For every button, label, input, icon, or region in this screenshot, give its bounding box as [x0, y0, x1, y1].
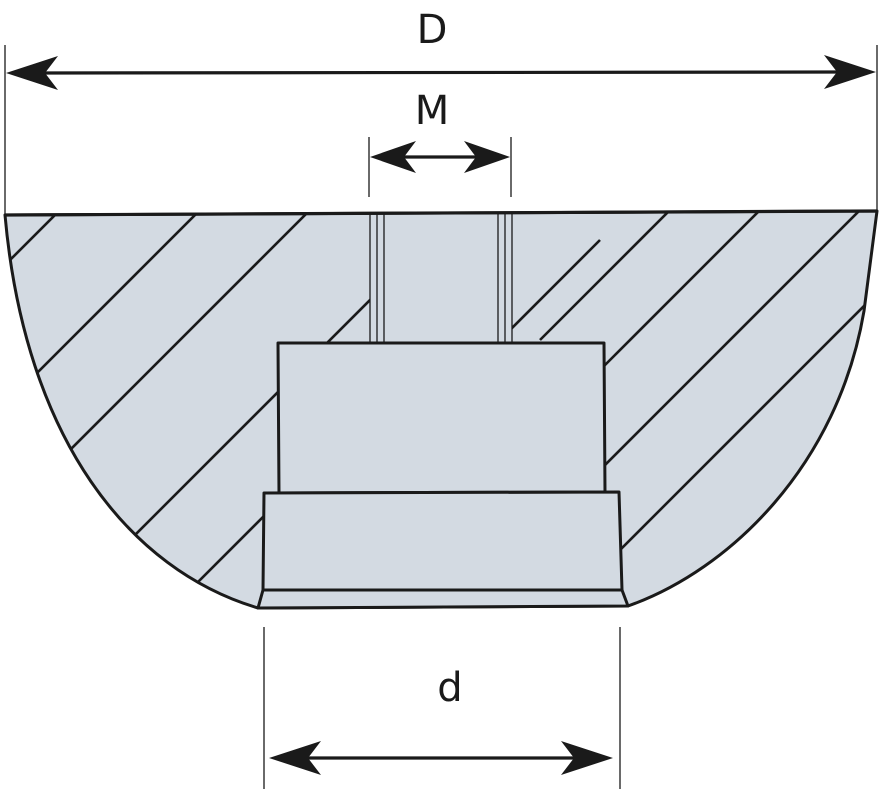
arrowhead-right — [824, 55, 876, 89]
insert-flange — [261, 490, 624, 592]
insert-body — [276, 341, 607, 495]
insert-chamfer — [256, 588, 630, 610]
dimension-label-D: D — [417, 7, 448, 53]
arrowhead-d-left — [269, 741, 321, 775]
arrowhead-M-left — [370, 141, 416, 173]
dimension-label-d: d — [437, 665, 462, 711]
top-surface-line — [4, 209, 878, 217]
arrowhead-M-right — [464, 141, 510, 173]
dimension-M: M — [368, 88, 512, 197]
threaded-insert — [256, 213, 630, 610]
arrowhead-d-right — [561, 741, 613, 775]
dimension-d: d — [263, 627, 621, 789]
arrowhead-left — [6, 56, 58, 90]
dimension-label-M: M — [415, 88, 450, 134]
thread-bore — [377, 215, 505, 345]
dimension-D: D — [4, 7, 878, 215]
dimension-line-D — [39, 70, 843, 75]
